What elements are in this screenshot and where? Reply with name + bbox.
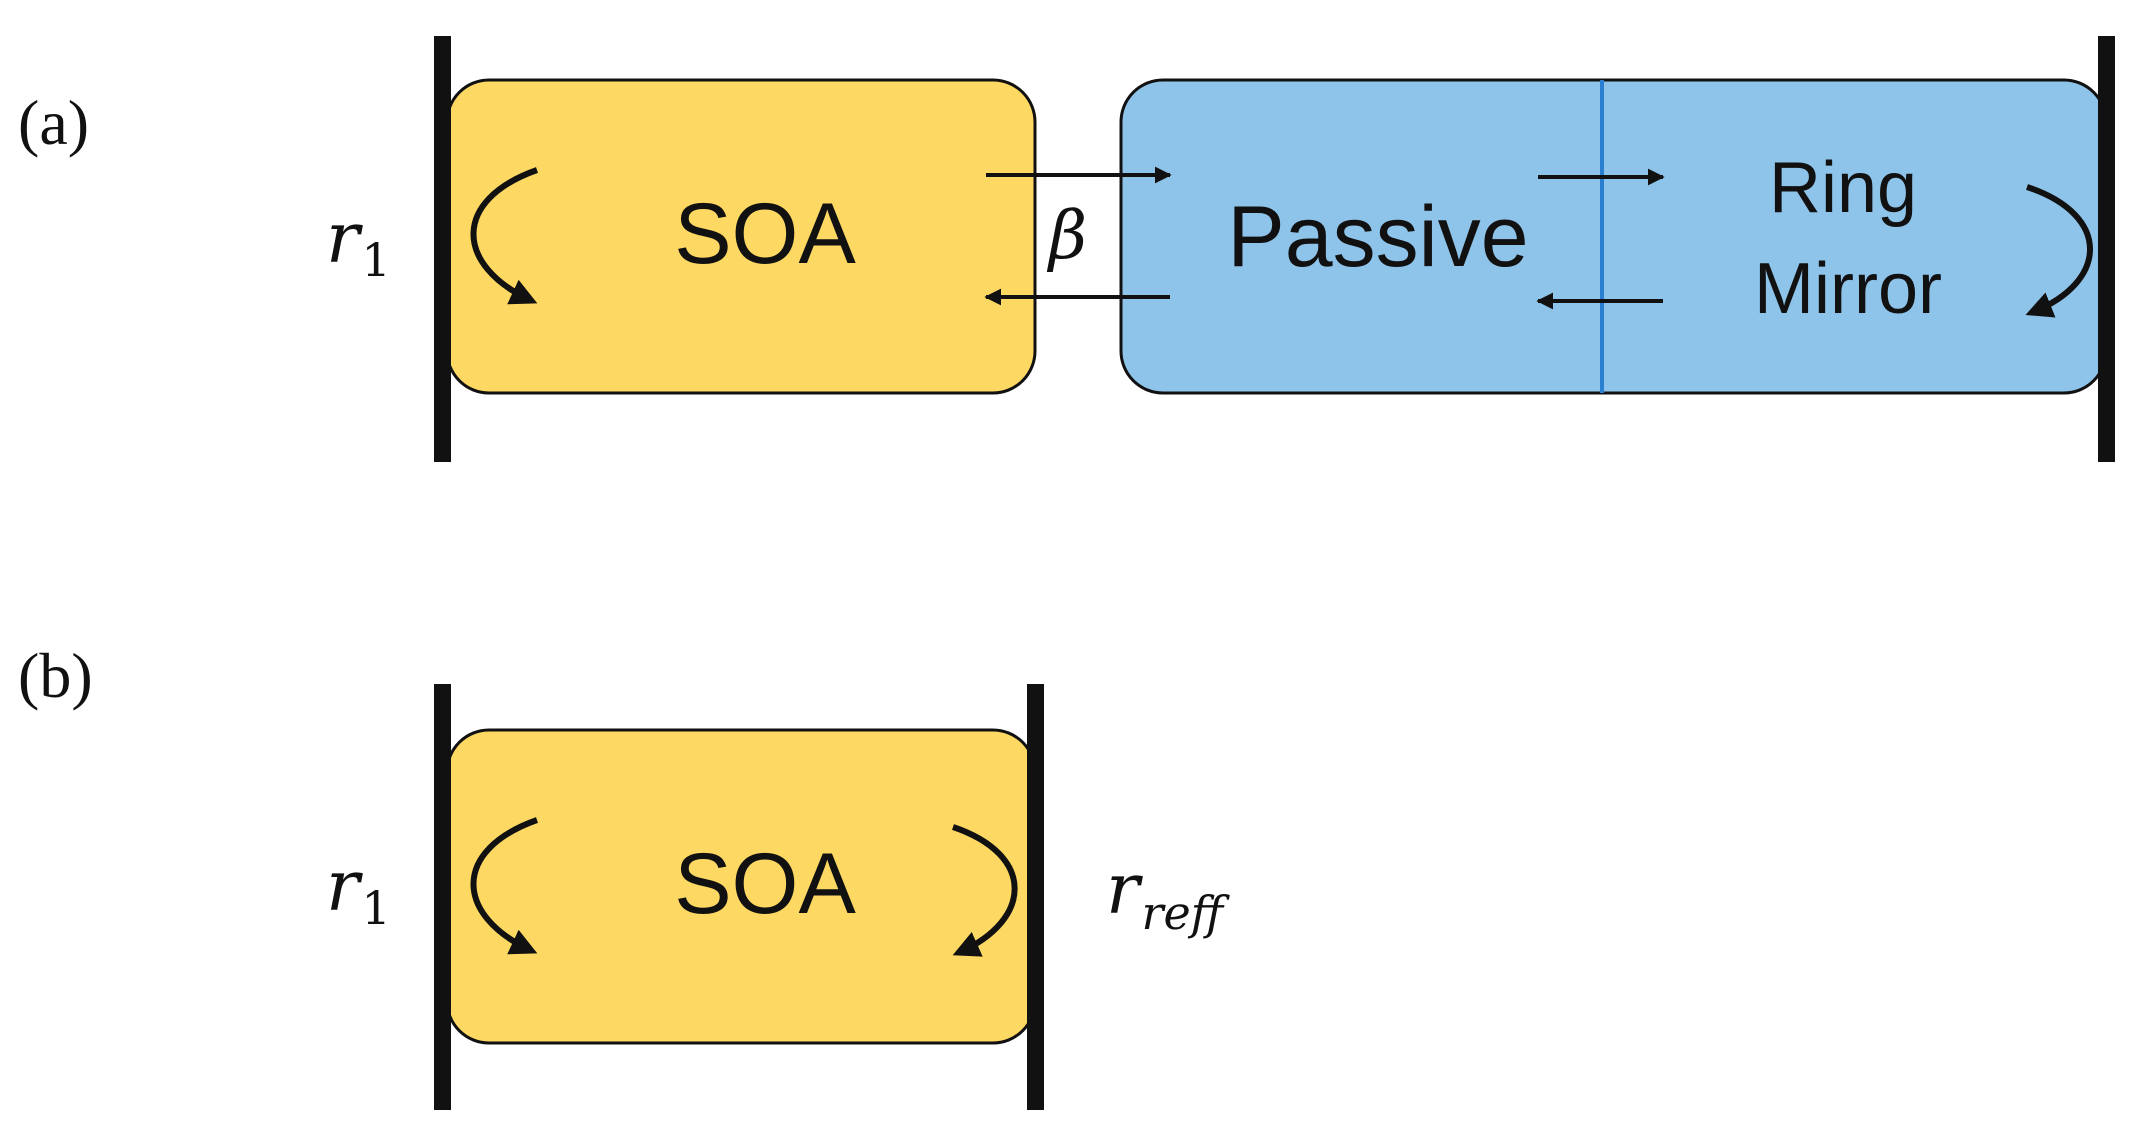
soa-label-b: SOA [674,836,856,932]
r1-label-b: r1 [326,845,391,935]
left-mirror-b [434,684,451,1110]
ring-mirror-label-line2: Mirror [1754,249,1942,329]
panel-a-label: (a) [18,87,89,158]
r1-main-a: r [326,197,363,279]
right-mirror-b [1027,684,1044,1110]
passive-label: Passive [1227,189,1528,285]
right-reflection-arrow-b [952,824,1018,957]
reff-label: rreff [1106,848,1231,940]
reff-main: r [1106,848,1143,930]
reff-sub: reff [1141,886,1230,940]
panel-b: (b) SOA r1 rreff [18,640,1231,1110]
left-reflection-arrow-b [470,817,539,955]
r1-sub-b: 1 [361,881,390,935]
beta-symbol: β [1046,197,1087,274]
panel-b-label: (b) [18,640,93,711]
r1-label-a: r1 [326,197,391,287]
panel-a: (a) SOA Passive Ring Mirror β r1 [18,36,2115,462]
r1-sub-a: 1 [361,233,390,287]
left-reflection-arrow-a [470,167,539,305]
r1-main-b: r [326,845,363,927]
right-mirror-a [2098,36,2115,462]
ring-reflection-arrow [2025,184,2093,318]
soa-label-a: SOA [674,186,856,282]
left-mirror-a [434,36,451,462]
ring-mirror-label-line1: Ring [1769,148,1917,228]
